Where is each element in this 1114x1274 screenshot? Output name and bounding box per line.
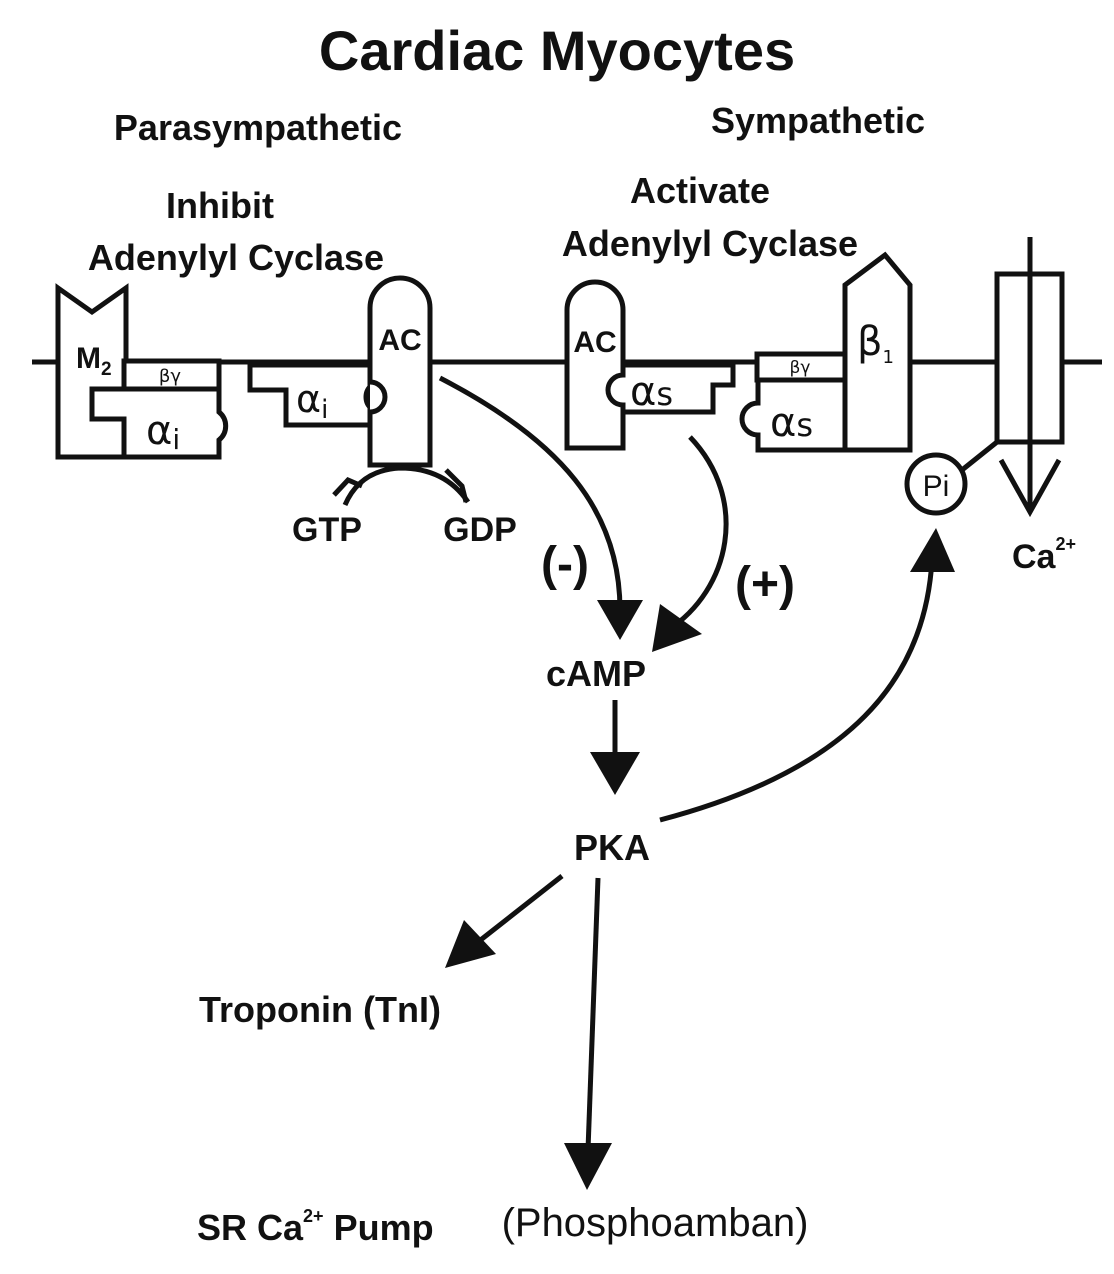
gi-alpha-bound-label: αi <box>146 408 180 456</box>
gi-alpha-active-label: αi <box>296 377 328 425</box>
adenylyl-cyclase-inhibited: AC <box>367 275 433 468</box>
m2-receptor-label: M2 <box>76 342 112 380</box>
sympathetic-label: Sympathetic <box>711 100 925 141</box>
ac-inhibited-to-camp-arrow <box>438 375 643 640</box>
parasympathetic-label: Parasympathetic <box>114 107 402 148</box>
sr-calcium-pump-label: SR Ca2+ Pump <box>197 1206 434 1248</box>
gi-beta-gamma-label: βγ <box>159 366 181 387</box>
gs-beta-gamma-label: βγ <box>790 358 811 378</box>
gdp-label: GDP <box>443 511 517 549</box>
beta1-receptor-label: β1 <box>857 319 894 368</box>
phosphoamban-label: (Phosphoamban) <box>502 1201 809 1245</box>
inhibit-label: Inhibit <box>166 185 274 226</box>
inhibition-sign: (-) <box>541 538 589 591</box>
calcium-label: Ca2+ <box>1012 534 1076 576</box>
gs-alpha-subunit-active: αs <box>605 362 736 415</box>
phosphate-group: Pi <box>904 440 999 516</box>
phosphate-label: Pi <box>923 470 950 503</box>
gtp-gdp-exchange: GTP GDP <box>292 465 517 549</box>
gi-alpha-subunit-bound: αi <box>89 386 229 460</box>
m2-receptor: M2 <box>55 283 129 460</box>
activate-label: Activate <box>630 170 770 211</box>
pka-label: PKA <box>574 827 650 868</box>
adenylyl-cyclase-activated: AC <box>564 279 626 451</box>
inhibit-target-label: Adenylyl Cyclase <box>88 237 384 278</box>
camp-to-pka-arrow <box>590 700 640 795</box>
pka-to-phosphate-arrow <box>659 528 955 823</box>
gi-alpha-subunit-active: αi <box>247 362 375 428</box>
pka-to-sr-pump-arrow <box>564 877 612 1190</box>
pka-to-troponin-arrow <box>445 874 564 968</box>
beta1-receptor: β1 <box>842 251 913 453</box>
gs-alpha-active-label: αs <box>630 369 673 415</box>
gs-alpha-bound-label: αs <box>770 400 813 446</box>
camp-label: cAMP <box>546 653 646 694</box>
troponin-label: Troponin (TnI) <box>199 989 441 1030</box>
ac-activated-label: AC <box>573 326 616 359</box>
ac-inhibited-label: AC <box>378 324 421 357</box>
gtp-label: GTP <box>292 511 362 549</box>
gs-beta-gamma-subunit: βγ <box>754 351 852 383</box>
activation-sign: (+) <box>735 558 795 611</box>
gi-beta-gamma-subunit: βγ <box>121 358 222 392</box>
calcium-channel: Ca2+ <box>994 237 1076 576</box>
activate-target-label: Adenylyl Cyclase <box>562 223 858 264</box>
ac-activated-to-camp-arrow <box>652 435 729 652</box>
diagram-title: Cardiac Myocytes <box>319 19 795 82</box>
